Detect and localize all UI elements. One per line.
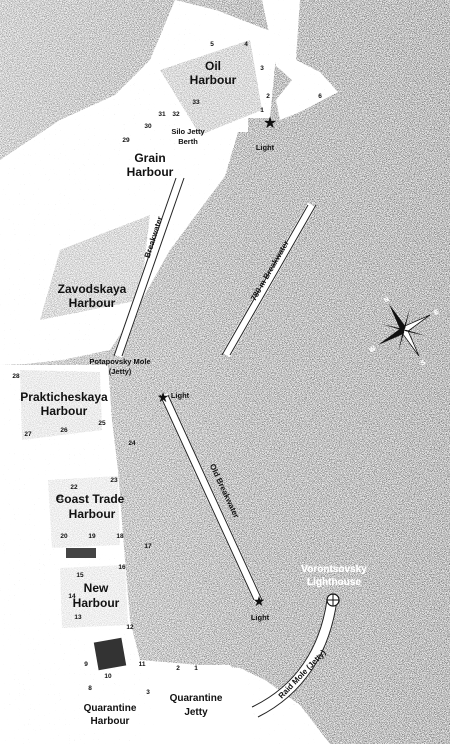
berth-number: 28 xyxy=(12,373,20,380)
berth-number: 2 xyxy=(266,93,270,100)
berth-number: 29 xyxy=(122,137,130,144)
new-harbour-label: New xyxy=(84,581,109,595)
vorontsovsky-lighthouse-label: Vorontsovsky xyxy=(301,564,367,575)
berth-number: 2 xyxy=(176,665,180,672)
svg-text:Harbour: Harbour xyxy=(69,296,116,310)
berth-number: 33 xyxy=(192,99,200,106)
zavodskaya-harbour-label: Zavodskaya xyxy=(58,282,127,296)
berth-number: 12 xyxy=(126,624,134,631)
berth-number: 30 xyxy=(144,123,152,130)
svg-text:Harbour: Harbour xyxy=(41,404,88,418)
svg-text:Berth: Berth xyxy=(178,137,198,146)
berth-number: 8 xyxy=(88,685,92,692)
light-star-icon: ★ xyxy=(253,593,266,609)
svg-text:Harbour: Harbour xyxy=(91,716,130,727)
grain-harbour-label: Grain xyxy=(134,151,165,165)
berth-number: 16 xyxy=(118,564,126,571)
svg-text:Harbour: Harbour xyxy=(190,73,237,87)
compass-s: S xyxy=(420,359,428,368)
potapovsky-mole-label: Potapovsky Mole xyxy=(89,357,150,366)
light-star-icon: ★ xyxy=(157,389,170,405)
berth-number: 20 xyxy=(60,533,68,540)
coast-trade-harbour-label: Coast Trade xyxy=(56,492,125,506)
warehouse-block xyxy=(93,637,127,671)
prakticheskaya-harbour-label: Prakticheskaya xyxy=(20,390,108,404)
warehouse-strip xyxy=(66,548,96,558)
svg-text:Harbour: Harbour xyxy=(127,165,174,179)
compass-rose: N S E W xyxy=(368,296,441,368)
quarantine-jetty-label: Quarantine xyxy=(170,693,223,704)
svg-text:Jetty: Jetty xyxy=(184,707,208,718)
berth-number: 18 xyxy=(116,533,124,540)
compass-n: N xyxy=(383,296,391,305)
berth-number: 10 xyxy=(104,673,112,680)
oil-harbour-label: Oil xyxy=(205,59,221,73)
silo-jetty-label: Silo Jetty xyxy=(171,127,205,136)
berth-number: 26 xyxy=(60,427,68,434)
berth-number: 1 xyxy=(260,107,264,114)
svg-text:Light: Light xyxy=(251,613,270,622)
berth-number: 31 xyxy=(158,111,166,118)
inner-basins xyxy=(20,40,262,628)
svg-text:Light: Light xyxy=(256,143,275,152)
berth-number: 19 xyxy=(88,533,96,540)
berth-number: 27 xyxy=(24,431,32,438)
berth-number: 11 xyxy=(139,661,146,668)
berth-number: 21 xyxy=(56,495,64,502)
berth-number: 15 xyxy=(76,572,84,579)
berth-number: 17 xyxy=(144,543,152,550)
berth-number: 4 xyxy=(244,41,248,48)
compass-e: E xyxy=(433,308,441,317)
berth-number: 3 xyxy=(146,689,150,696)
breakwaters xyxy=(113,176,338,718)
berth-number: 32 xyxy=(172,111,180,118)
berth-number: 6 xyxy=(318,93,322,100)
berth-number: 5 xyxy=(210,41,214,48)
berth-number: 25 xyxy=(98,420,106,427)
berth-number: 9 xyxy=(84,661,88,668)
berth-number: 1 xyxy=(194,665,198,672)
svg-text:Harbour: Harbour xyxy=(69,507,116,521)
berth-number: 14 xyxy=(68,593,76,600)
quarantine-jetty xyxy=(150,665,250,744)
svg-text:(Jetty): (Jetty) xyxy=(109,367,132,376)
compass-w: W xyxy=(368,345,378,355)
harbour-labels: Oil Harbour Grain Harbour Zavodskaya Har… xyxy=(20,59,236,727)
berth-number: 22 xyxy=(70,484,78,491)
lights: ★ Light ★ Light ★ Light xyxy=(157,115,340,622)
light-star-icon: ★ xyxy=(263,115,277,132)
quarantine-harbour-label: Quarantine xyxy=(84,703,137,714)
svg-text:Light: Light xyxy=(171,391,190,400)
berth-number: 23 xyxy=(110,477,118,484)
berth-number: 24 xyxy=(128,440,136,447)
svg-text:Harbour: Harbour xyxy=(73,596,120,610)
svg-text:Lighthouse: Lighthouse xyxy=(307,577,361,588)
berth-number: 3 xyxy=(260,65,264,72)
berth-number: 13 xyxy=(74,614,82,621)
